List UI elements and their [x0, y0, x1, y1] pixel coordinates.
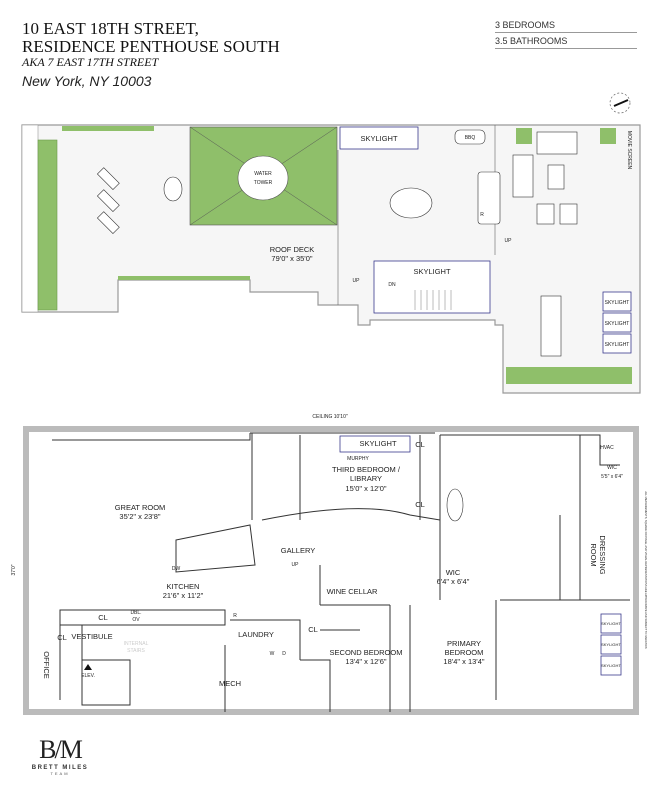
- wine-cellar-label: WINE CELLAR: [327, 587, 378, 596]
- island-fridge-label: R: [480, 212, 484, 218]
- height-dimension: 37'0": [11, 564, 17, 575]
- compass-icon: [609, 92, 631, 114]
- washer-label: W: [270, 651, 275, 657]
- roof-up-label-1: UP: [353, 278, 361, 284]
- planter-right: [506, 367, 632, 384]
- stair-skylight: [373, 260, 491, 314]
- title-line-2: RESIDENCE PENTHOUSE SOUTH: [22, 37, 280, 56]
- closet-label: CL: [57, 633, 67, 642]
- roof-deck-dims: 79'0" x 35'0": [271, 254, 312, 263]
- primary-bedroom-label-2: BEDROOM: [445, 648, 484, 657]
- roof-skylights-right: [602, 291, 632, 354]
- dining-table-oval: [389, 187, 433, 219]
- wic-label-1: WIC: [607, 465, 617, 471]
- great-room-dims: 35'2" x 23'8": [119, 512, 160, 521]
- laundry-label: LAUNDRY: [238, 630, 274, 639]
- primary-skylights: [600, 613, 622, 676]
- long-dining-table: [540, 295, 562, 357]
- water-tower-label-2: TOWER: [254, 180, 273, 186]
- internal-stairs-label-2: STAIRS: [127, 648, 145, 654]
- planter-left: [37, 139, 58, 311]
- primary-bedroom-dims: 18'4" x 13'4": [443, 657, 484, 666]
- main-floor-plan: CEILING 10'10" 37'0" SKYLIGHT MURPHY THI…: [11, 414, 648, 715]
- logo-team: TEAM: [50, 771, 70, 776]
- aka-address: AKA 7 EAST 17TH STREET: [22, 55, 159, 69]
- skylight-label: SKYLIGHT: [605, 342, 630, 348]
- water-tower: [237, 155, 289, 201]
- dishwasher-label: DW: [172, 566, 181, 572]
- dressing-room-label-2: ROOM: [589, 543, 598, 566]
- brett-miles-logo: B/M BRETT MILES TEAM: [30, 735, 90, 776]
- closet-label: CL: [415, 440, 425, 449]
- murphy-label: MURPHY: [347, 456, 369, 462]
- ceiling-height: CEILING 10'10": [312, 414, 347, 420]
- kitchen-dims: 21'6" x 11'2": [163, 591, 204, 600]
- logo-name: BRETT MILES: [31, 765, 89, 771]
- second-bedroom-dims: 13'4" x 12'6": [345, 657, 386, 666]
- bbq-label: BBQ: [465, 135, 476, 141]
- wic-label-2: WIC: [446, 568, 461, 577]
- double-oven-label-1: DBL.: [130, 610, 141, 616]
- listing-title: 10 EAST 18TH STREET, RESIDENCE PENTHOUSE…: [22, 20, 280, 56]
- third-bedroom-dims: 15'0" x 12'0": [345, 484, 386, 493]
- stair-skylight-label: SKYLIGHT: [413, 267, 451, 276]
- city-address: New York, NY 10003: [22, 73, 152, 89]
- dryer-label: D: [282, 651, 286, 657]
- roof-up-label-2: UP: [505, 238, 513, 244]
- movie-screen-label: MOVIE SCREEN: [626, 131, 632, 170]
- planter-bottom: [118, 276, 250, 280]
- mech-label: MECH: [219, 679, 241, 688]
- hvac-label: HVAC: [600, 445, 614, 451]
- skylight-label: SKYLIGHT: [605, 321, 630, 327]
- library-skylight-label: SKYLIGHT: [359, 439, 397, 448]
- dressing-room-label-1: DRESSING: [598, 535, 607, 574]
- title-line-1: 10 EAST 18TH STREET,: [22, 19, 199, 38]
- disclaimer: ALL MEASUREMENTS, SQUARE FOOTAGE, AND VI…: [644, 491, 648, 648]
- planter-top: [62, 126, 154, 131]
- kitchen-label: KITCHEN: [167, 582, 200, 591]
- elevator-arrow-icon: [84, 664, 92, 670]
- lounge-furniture: [512, 131, 578, 225]
- roof-skylight-label: SKYLIGHT: [360, 134, 398, 143]
- outdoor-island: [477, 171, 501, 225]
- closet-label: CL: [415, 500, 425, 509]
- roof-deck-label: ROOF DECK: [270, 245, 315, 254]
- double-oven-label-2: OV: [132, 617, 140, 623]
- skylight-label: SKYLIGHT: [601, 663, 621, 668]
- office-label: OFFICE: [42, 651, 51, 679]
- closet-label: CL: [308, 625, 318, 634]
- closet-label: CL: [98, 613, 108, 622]
- bedrooms-count: 3 BEDROOMS: [495, 20, 637, 33]
- gallery-label: GALLERY: [281, 546, 315, 555]
- fridge-label: R: [233, 613, 237, 619]
- stairs-up-label: UP: [292, 562, 300, 568]
- skylight-label: SKYLIGHT: [601, 621, 621, 626]
- skylight-label: SKYLIGHT: [601, 642, 621, 647]
- wic-dims-1: 5'5" x 6'4": [601, 474, 623, 480]
- bbq: [454, 129, 486, 145]
- internal-stairs-label-1: INTERNAL: [124, 641, 149, 647]
- vestibule-label: VESTIBULE: [71, 632, 112, 641]
- great-room-label: GREAT ROOM: [115, 503, 166, 512]
- firepit: [163, 176, 183, 202]
- wic-dims-2: 6'4" x 6'4": [437, 577, 470, 586]
- skylight-label: SKYLIGHT: [605, 300, 630, 306]
- bathtub: [446, 488, 464, 522]
- water-tower-label-1: WATER: [254, 171, 272, 177]
- roof-skylight: [339, 126, 419, 150]
- lounge-chairs: [96, 167, 120, 235]
- second-bedroom-label: SECOND BEDROOM: [330, 648, 403, 657]
- roof-wall-left: [21, 124, 39, 313]
- roof-plan: WATER TOWER SKYLIGHT BBQ R MOVIE SCREEN …: [21, 124, 641, 394]
- outer-wall: [23, 426, 639, 715]
- roof-dn-label: DN: [388, 282, 396, 288]
- third-bedroom-label-2: LIBRARY: [350, 474, 382, 483]
- bathrooms-count: 3.5 BATHROOMS: [495, 36, 637, 49]
- third-bedroom-label-1: THIRD BEDROOM /: [332, 465, 401, 474]
- primary-bedroom-label-1: PRIMARY: [447, 639, 481, 648]
- library-skylight: [339, 435, 411, 453]
- elevator-label: ELEV.: [81, 673, 95, 679]
- logo-mark: B/M: [39, 735, 83, 764]
